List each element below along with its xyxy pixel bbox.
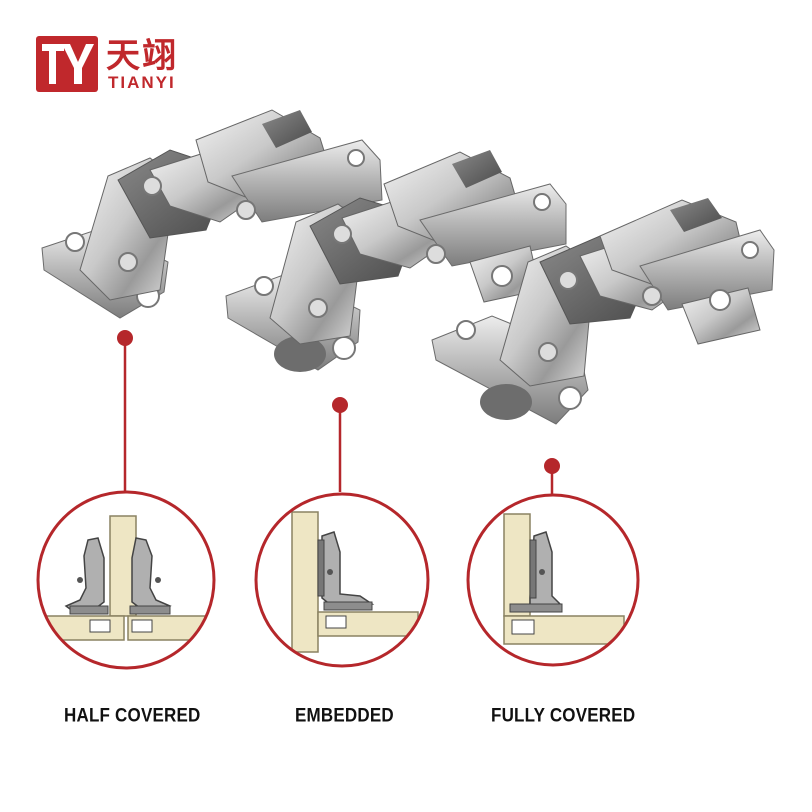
pointer-dot — [544, 458, 560, 474]
pointer-dot — [117, 330, 133, 346]
hinge-fully-covered — [431, 198, 775, 425]
tianyi-logo-mark — [36, 36, 98, 92]
hinge-embedded — [225, 150, 567, 372]
caption-half-covered: HALF COVERED — [64, 704, 201, 727]
hinge-half-covered — [41, 109, 383, 319]
diagram-fully-covered — [466, 493, 640, 667]
caption-embedded: EMBEDDED — [295, 704, 394, 727]
pointer-dot — [332, 397, 348, 413]
diagram-embedded — [254, 492, 430, 668]
brand-name-en: TIANYI — [108, 73, 176, 92]
brand-name-cn: 天翊 — [106, 36, 178, 76]
caption-fully-covered: FULLY COVERED — [491, 704, 636, 727]
diagram-half-covered — [36, 490, 216, 670]
